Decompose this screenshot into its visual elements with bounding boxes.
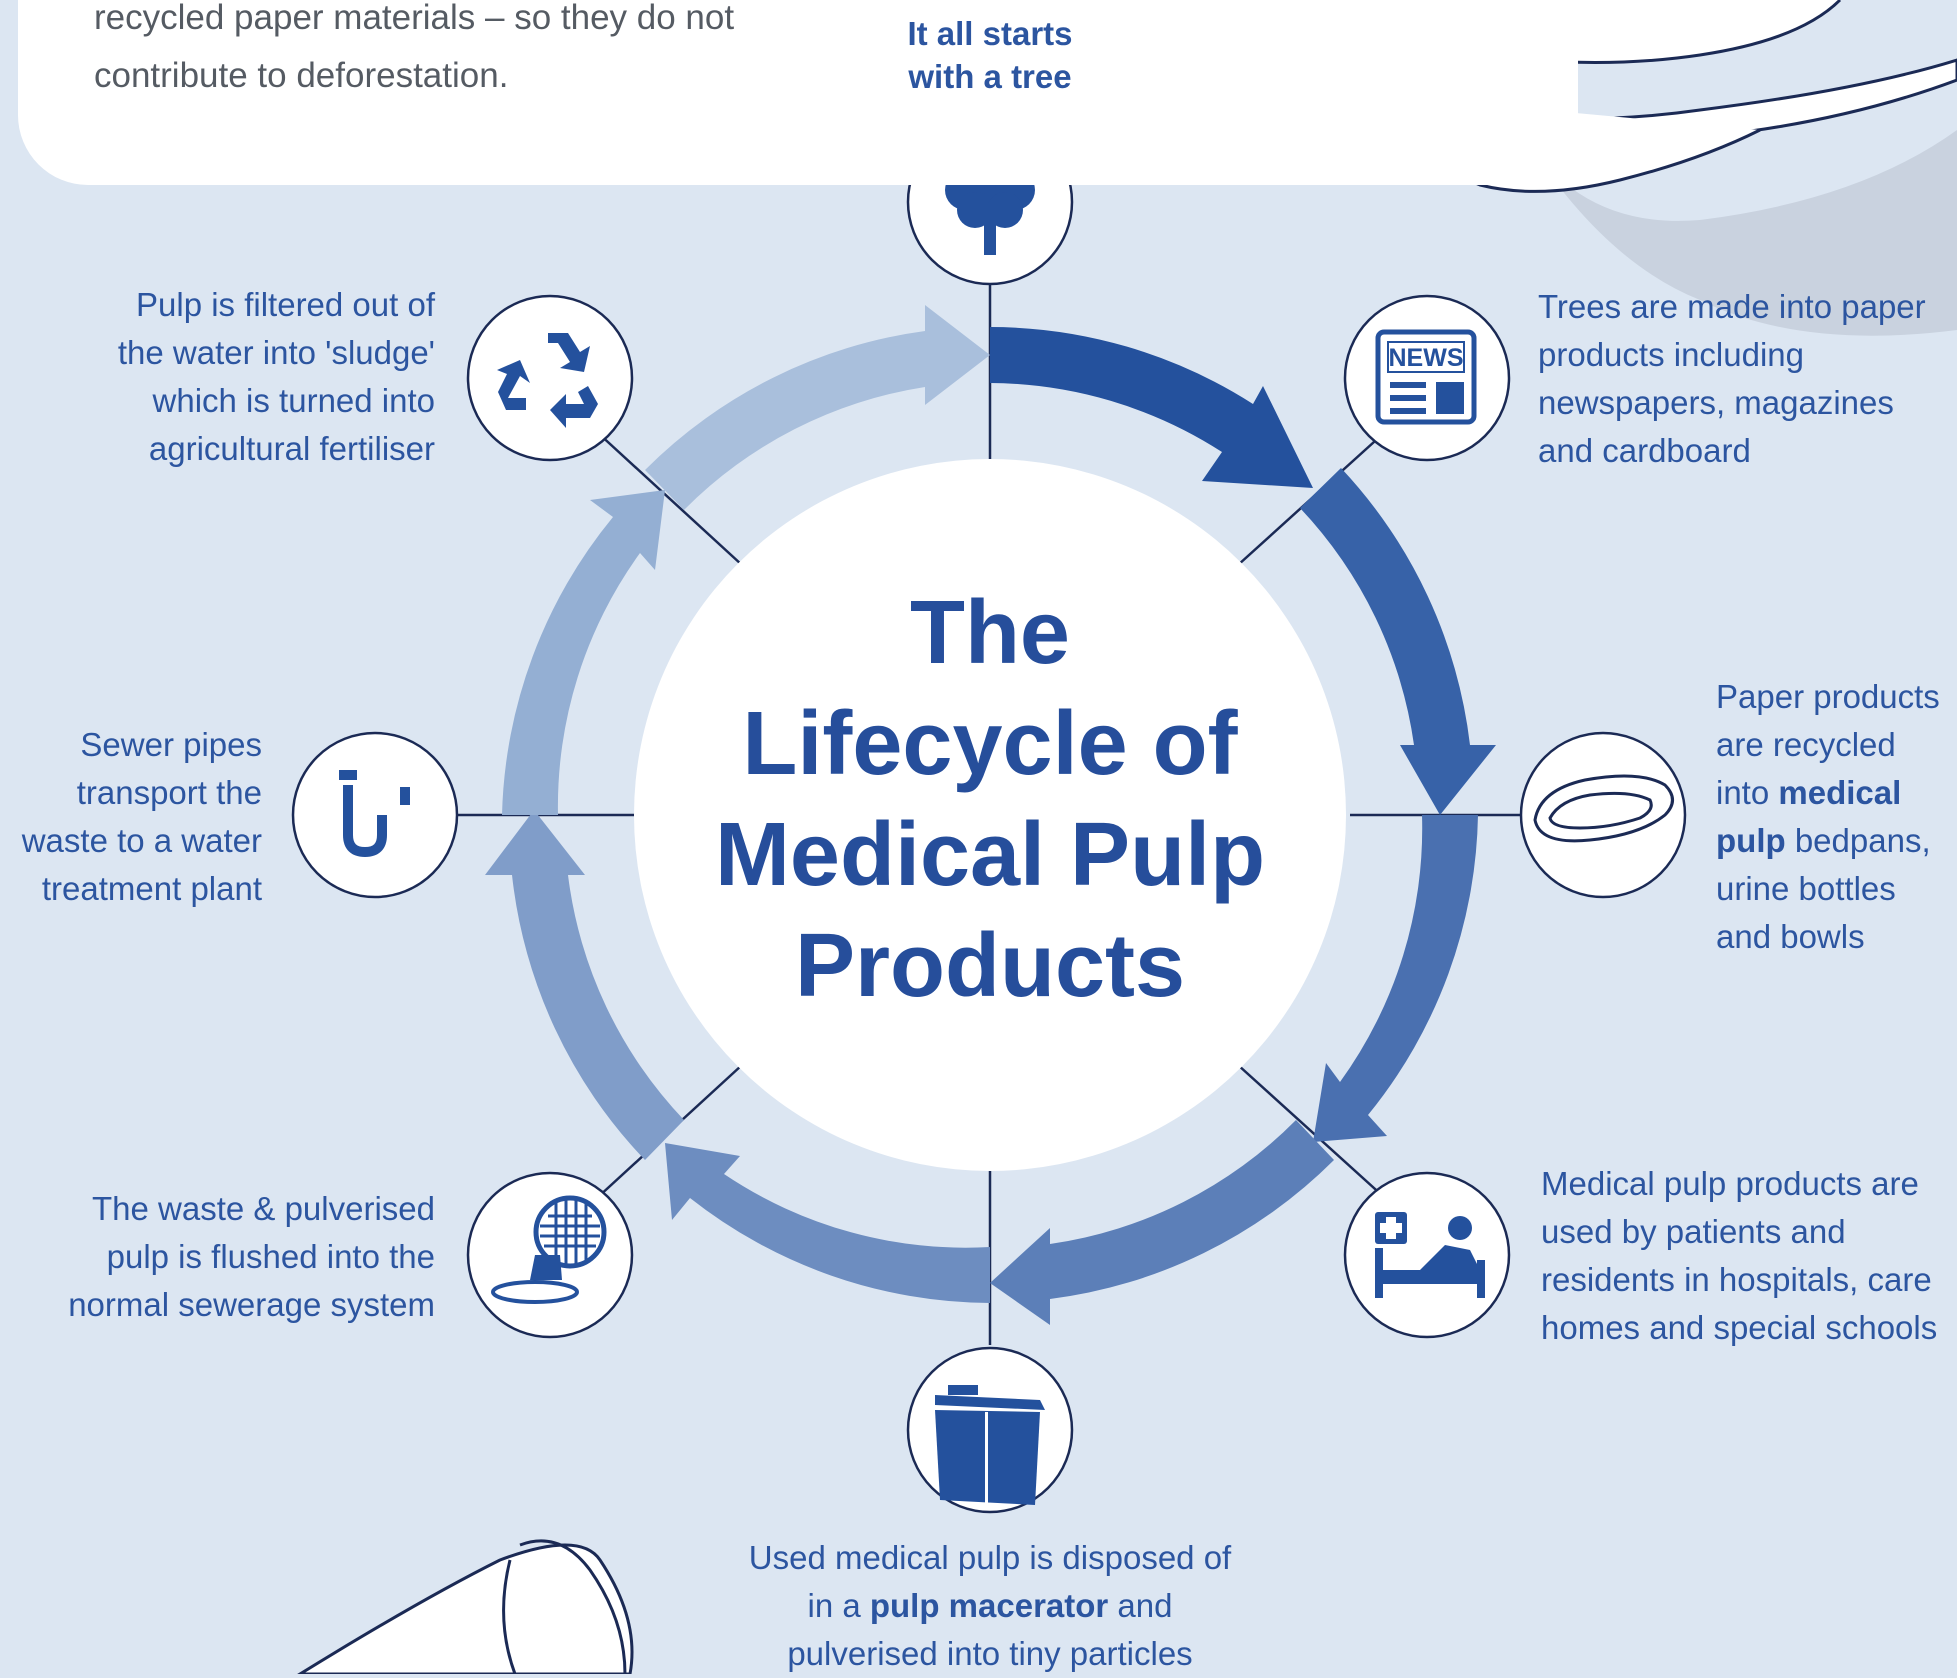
sewer-step-line-2: transport the xyxy=(76,774,262,811)
recycled-step-line-1: Paper products xyxy=(1716,678,1940,715)
urine-bottle-illustration xyxy=(297,1539,634,1674)
filtered-step-line-4: agricultural fertiliser xyxy=(148,430,435,467)
newspaper-icon: NEWS xyxy=(1375,329,1477,425)
disposed-step-line-1: Used medical pulp is disposed of xyxy=(748,1539,1232,1576)
filtered-step-line-1: Pulp is filtered out of xyxy=(136,286,435,323)
flushed-node xyxy=(466,1171,634,1339)
used-step-label: Medical pulp products are used by patien… xyxy=(1541,1160,1937,1352)
arrow-used-to-disposed xyxy=(990,1120,1334,1325)
recycled-step-label: Paper products are recycled into medical… xyxy=(1716,673,1940,961)
used-step-line-1: Medical pulp products are xyxy=(1541,1165,1919,1202)
paper-step-label: Trees are made into paper products inclu… xyxy=(1538,283,1926,475)
disposed-step-label: Used medical pulp is disposed of in a pu… xyxy=(690,1534,1290,1678)
used-step-line-4: homes and special schools xyxy=(1541,1309,1938,1346)
flushed-step-label: The waste & pulverised pulp is flushed i… xyxy=(20,1185,435,1329)
intro-card xyxy=(18,0,1578,185)
disposed-node xyxy=(906,1346,1074,1514)
paper-step-line-3: newspapers, magazines xyxy=(1538,384,1894,421)
paper-step-line-1: Trees are made into paper xyxy=(1538,288,1926,325)
intro-text-line-2: contribute to deforestation. xyxy=(94,56,509,95)
arrow-filtered-to-tree xyxy=(645,305,990,510)
hub-title-line-2: Lifecycle of xyxy=(742,694,1238,794)
used-node xyxy=(1343,1171,1511,1339)
filtered-step-line-3: which is turned into xyxy=(152,382,435,419)
hub-title-line-4: Products xyxy=(794,916,1186,1016)
recycled-step-line-6: and bowls xyxy=(1716,918,1865,955)
pulp-macerator-icon xyxy=(935,1385,1045,1505)
filtered-node xyxy=(466,294,634,462)
arrow-recycled-to-used xyxy=(1313,815,1478,1142)
arrow-disposed-to-flushed xyxy=(665,1143,990,1303)
flushed-step-line-3: normal sewerage system xyxy=(68,1286,435,1323)
arrow-paper-to-recycled xyxy=(1300,468,1496,815)
recycled-step-line-4: pulp bedpans, xyxy=(1716,822,1931,859)
paper-node: NEWS xyxy=(1343,294,1511,462)
sewer-step-line-4: treatment plant xyxy=(41,870,262,907)
disposed-step-line-3: pulverised into tiny particles xyxy=(787,1635,1193,1672)
flushed-step-line-2: pulp is flushed into the xyxy=(106,1238,435,1275)
sewer-pipe-icon xyxy=(339,770,410,858)
paper-step-line-4: and cardboard xyxy=(1538,432,1751,469)
sewer-grate-icon xyxy=(491,1195,607,1304)
cycle-arrows xyxy=(485,305,1496,1325)
start-title-line-1: It all starts xyxy=(907,15,1073,52)
intro-text-line-1: recycled paper materials – so they do no… xyxy=(94,0,735,37)
recycled-step-line-2: are recycled xyxy=(1716,726,1896,763)
sewer-step-line-1: Sewer pipes xyxy=(80,726,262,763)
start-title: It all starts with a tree xyxy=(830,12,1150,98)
hub-title-line-1: The xyxy=(909,583,1070,683)
disposed-step-line-2: in a pulp macerator and xyxy=(807,1587,1173,1624)
filtered-step-line-2: the water into 'sludge' xyxy=(117,334,435,371)
filtered-step-label: Pulp is filtered out of the water into '… xyxy=(20,281,435,473)
recycled-step-line-5: urine bottles xyxy=(1716,870,1896,907)
bedpan-icon xyxy=(1533,774,1674,843)
arrow-sewer-to-filtered xyxy=(502,490,665,815)
hub-circle xyxy=(634,459,1346,1171)
used-step-line-2: used by patients and xyxy=(1541,1213,1846,1250)
start-title-line-2: with a tree xyxy=(908,58,1072,95)
hub-title-line-3: Medical Pulp xyxy=(714,805,1266,905)
hub-title: The Lifecycle of Medical Pulp Products xyxy=(640,578,1340,1022)
paper-step-line-2: products including xyxy=(1538,336,1804,373)
flushed-step-line-1: The waste & pulverised xyxy=(91,1190,435,1227)
recycled-node xyxy=(1519,731,1687,899)
recycle-icon xyxy=(497,333,598,428)
sewer-node xyxy=(291,731,459,899)
newspaper-icon-text: NEWS xyxy=(1389,344,1464,372)
used-step-line-3: residents in hospitals, care xyxy=(1541,1261,1932,1298)
sewer-step-label: Sewer pipes transport the waste to a wat… xyxy=(0,721,262,913)
sewer-step-line-3: waste to a water xyxy=(21,822,262,859)
recycled-step-line-3: into medical xyxy=(1716,774,1902,811)
hospital-bed-icon xyxy=(1375,1212,1485,1298)
arrow-tree-to-paper xyxy=(990,327,1313,488)
arrow-flushed-to-sewer xyxy=(485,810,684,1160)
